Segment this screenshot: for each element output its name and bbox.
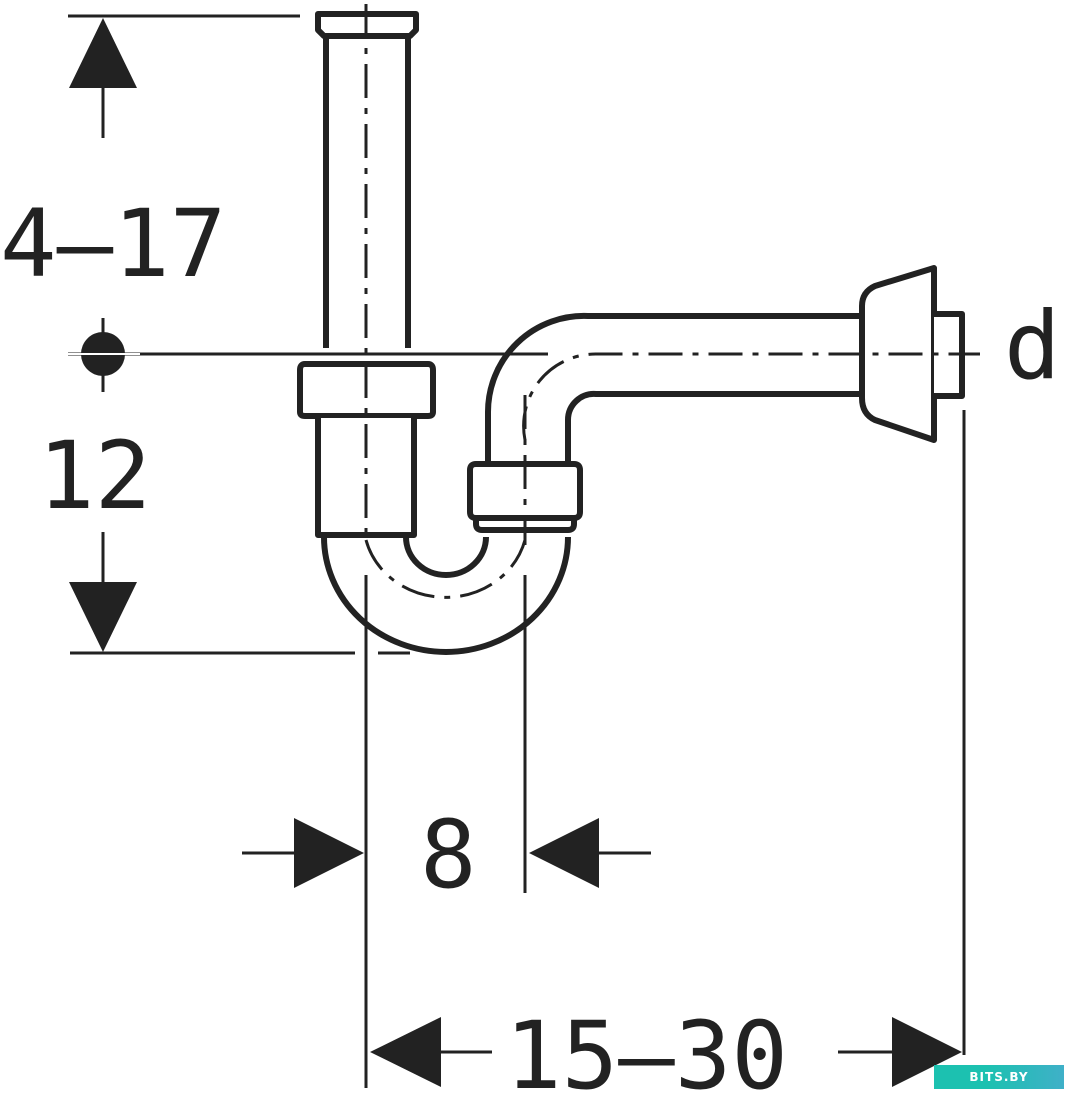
arrow-right-gap [294, 818, 364, 888]
u-bend-inner [403, 536, 489, 578]
dimension-label-top: 4–17 [0, 190, 226, 299]
arrow-right-bottom [892, 1017, 962, 1087]
trap-body [297, 361, 583, 655]
center-lines [364, 4, 980, 599]
extension-lines [68, 14, 966, 1088]
elbow-inner [564, 390, 865, 465]
watermark-badge: BITS.BY [934, 1065, 1064, 1089]
center-point-marker [68, 318, 140, 392]
horizontal-axis-centerline [522, 352, 980, 441]
u-bend-outer [321, 536, 571, 655]
elbow-outer [484, 312, 865, 465]
dimension-label-bottom: 15–30 [505, 1002, 788, 1100]
arrow-left-gap [529, 818, 599, 888]
arrow-down-bottom [69, 582, 137, 652]
trap-inlet-body [315, 418, 417, 538]
dimension-label-diameter: d [1004, 292, 1061, 401]
dimension-label-gap: 8 [420, 801, 477, 910]
dimension-label-left: 12 [38, 422, 151, 531]
arrow-left-bottom [370, 1017, 441, 1087]
wall-arm [484, 312, 865, 465]
bend-centerline [364, 539, 527, 599]
arrow-up-top [69, 18, 137, 88]
arrowheads [69, 18, 962, 1087]
